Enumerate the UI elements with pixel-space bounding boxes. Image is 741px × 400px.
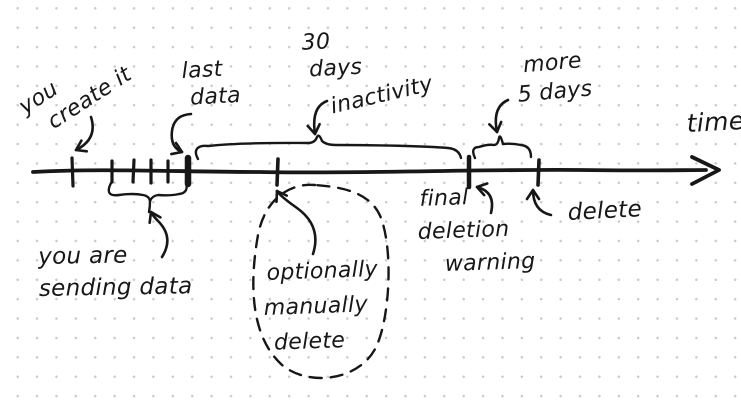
label-optionally-manually-delete: optionally manually delete <box>262 252 381 361</box>
label-line: days <box>308 54 363 83</box>
label-line: data <box>189 82 242 111</box>
brace-sending-data <box>107 180 188 203</box>
arrow-delete <box>525 188 553 217</box>
label-you-are-sending-data: you are sending data <box>38 238 193 305</box>
axis-arrowhead-icon <box>690 155 721 186</box>
label-line: deletion <box>417 216 510 245</box>
label-last-data: last data <box>181 55 242 112</box>
tick-optional-delete <box>275 157 280 187</box>
brace-sending-data-tail <box>147 199 152 214</box>
label-line: final <box>419 185 469 212</box>
label-final-deletion-warning: final deletion warning <box>416 179 536 282</box>
braces <box>107 134 533 214</box>
tick-send-2 <box>131 158 136 184</box>
label-delete: delete <box>567 196 643 226</box>
arrow-last-data <box>170 112 193 156</box>
label-line: last <box>181 56 224 84</box>
arrow-more-5-days <box>488 98 510 134</box>
dashed-oval-optional-delete <box>252 183 390 380</box>
arrow-sending-data <box>148 210 169 259</box>
label-more-5-days: more 5 days <box>514 45 594 109</box>
arrow-optional-delete <box>275 189 317 256</box>
label-line: 30 <box>301 29 331 56</box>
arrow-30-days-inactivity <box>306 99 329 136</box>
label-line: you are <box>38 242 128 270</box>
brace-more-5-days <box>472 135 533 160</box>
arrow-final-warning <box>475 182 494 215</box>
label-line: sending data <box>38 273 193 302</box>
label-line: warning <box>444 248 536 278</box>
label-30-days: 30 days <box>297 27 363 84</box>
label-line: delete <box>273 328 346 356</box>
tick-create <box>70 156 75 188</box>
tick-delete <box>536 158 541 187</box>
label-line: optionally <box>266 256 379 286</box>
label-time-axis: time <box>685 105 741 138</box>
brace-30-days-inactivity <box>194 134 463 161</box>
tick-marks <box>70 154 541 190</box>
label-line: manually <box>263 292 369 321</box>
annotation-arrows <box>74 98 553 259</box>
timeline-axis <box>31 155 721 186</box>
arrow-you-create-it <box>74 115 94 153</box>
